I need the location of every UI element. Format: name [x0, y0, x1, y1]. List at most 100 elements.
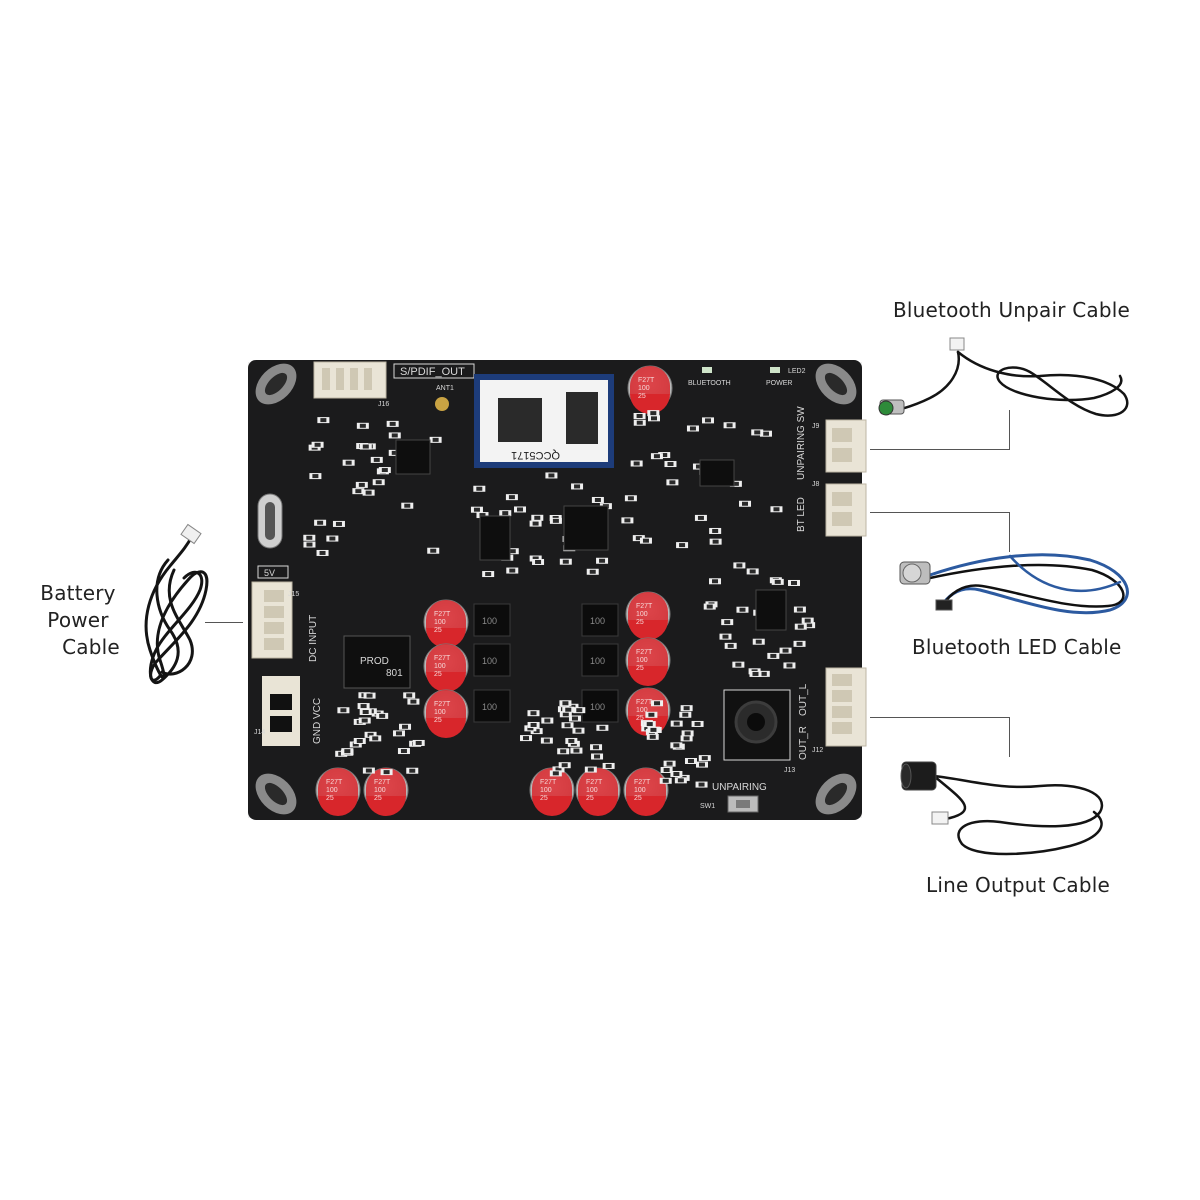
battery-label-line-1: Battery	[40, 581, 116, 605]
smd-part	[679, 711, 692, 718]
smd-part	[341, 748, 354, 755]
capacitor-marking: F27T	[326, 779, 343, 786]
smd-part	[783, 662, 796, 669]
smd-part	[506, 567, 519, 574]
smd-inductor: 100	[473, 643, 511, 677]
smd-part	[386, 420, 399, 427]
smd-part	[406, 767, 419, 774]
unpairing-switch-button	[736, 800, 750, 808]
ic-chip	[563, 505, 609, 551]
smd-part	[729, 480, 742, 487]
smd-part	[666, 479, 679, 486]
smd-part	[788, 579, 801, 586]
smd-part	[353, 738, 366, 745]
smd-part	[801, 617, 814, 624]
capacitor-marking: 25	[636, 715, 644, 722]
smd-part	[311, 441, 324, 448]
j9-label: J9	[812, 423, 820, 430]
smd-part	[388, 449, 401, 456]
smd-part	[602, 762, 615, 769]
unpairing-sw-label: UNPAIRING SW	[796, 406, 807, 480]
module-name: QCC5171	[511, 449, 560, 461]
smd-part	[349, 741, 362, 748]
smd-part	[356, 422, 369, 429]
bluetooth-module: QCC5171	[474, 374, 614, 468]
smd-part	[380, 769, 393, 776]
smd-part	[558, 762, 571, 769]
ic-chip	[755, 589, 787, 631]
mounting-hole-bl	[255, 773, 297, 815]
smd-part	[694, 514, 707, 521]
smd-part	[684, 757, 697, 764]
out-r-label: OUT_R	[798, 726, 809, 760]
smd-part	[532, 558, 545, 565]
smd-part	[586, 568, 599, 575]
spdif-label-box	[393, 363, 475, 379]
smd-part	[506, 548, 519, 555]
smd-part	[702, 417, 715, 424]
smd-part	[357, 703, 370, 710]
smd-part	[559, 700, 572, 707]
smd-part	[670, 742, 683, 749]
smd-part	[680, 735, 693, 742]
capacitor-marking: F27T	[634, 779, 651, 786]
smd-part	[646, 733, 659, 740]
ic-chip	[699, 459, 735, 487]
smd-part	[369, 735, 382, 742]
bluetooth-led-cable-label: Bluetooth LED Cable	[912, 635, 1122, 659]
smd-part	[514, 506, 527, 513]
smd-part	[303, 534, 316, 541]
smd-part	[401, 502, 414, 509]
inductor-label-line-1: PROD	[360, 656, 389, 667]
battery-leader-line	[205, 622, 243, 623]
five-v-box	[257, 565, 289, 579]
smd-part	[524, 725, 537, 732]
smd-part	[362, 767, 375, 774]
smd-part	[378, 467, 391, 474]
terminal-j14-gnd-vcc	[262, 676, 300, 746]
unpair-leader-horizontal	[870, 449, 1010, 450]
smd-part	[698, 755, 711, 762]
smd-part	[719, 633, 732, 640]
smd-part	[363, 692, 376, 699]
capacitor-marking: 25	[638, 393, 646, 400]
connector-j12-line-out	[825, 667, 867, 747]
smd-part	[332, 520, 345, 527]
smd-part	[520, 735, 533, 742]
smd-part	[647, 726, 660, 733]
smd-part	[596, 724, 609, 731]
j15-label: J15	[288, 591, 299, 598]
smd-part	[429, 436, 442, 443]
smd-part	[570, 747, 583, 754]
smd-part	[724, 642, 737, 649]
power-led	[770, 367, 780, 373]
bt-led-label: BT LED	[796, 497, 807, 532]
smd-part	[337, 707, 350, 714]
sw1-label: SW1	[700, 803, 715, 810]
smd-inductor: 100	[581, 603, 619, 637]
capacitor-marking: 25	[636, 665, 644, 672]
smd-part	[739, 500, 752, 507]
smd-part	[641, 725, 654, 732]
smd-part	[803, 622, 816, 629]
capacitor-marking: F27T	[434, 655, 451, 662]
power-led-label: POWER	[766, 380, 792, 387]
line-output-cable-label: Line Output Cable	[926, 873, 1111, 897]
smd-part	[660, 766, 673, 773]
smd-part	[529, 555, 542, 562]
smd-part	[559, 711, 572, 718]
capacitor-marking: 100	[634, 787, 646, 794]
smd-part	[674, 777, 687, 784]
smd-part	[561, 722, 574, 729]
smd-part	[505, 494, 518, 501]
smd-part	[573, 707, 586, 714]
smd-part	[709, 578, 722, 585]
smd-part	[695, 781, 708, 788]
capacitor-marking: 100	[540, 787, 552, 794]
battery-power-cable-label: Battery Power Cable	[28, 580, 128, 661]
